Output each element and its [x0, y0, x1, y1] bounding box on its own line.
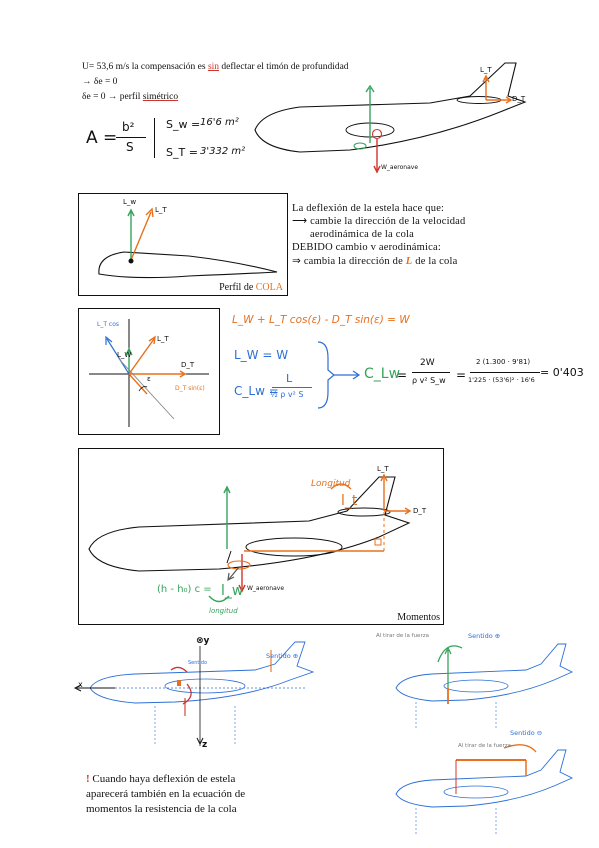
deflection-line2: ⟶ cambie la dirección de la velocidad [292, 216, 466, 228]
right1-label: Al tirar de la fuerza [376, 633, 429, 639]
warning-icon: ! [86, 773, 90, 785]
axis-x-label: x [78, 680, 83, 689]
lw-label: L_W [117, 351, 132, 359]
dtsin-label: D_T sin(ε) [175, 385, 205, 392]
frac2-den: 1'225 · (53'6)² · 16'6 [468, 376, 535, 384]
epsilon-label: ε [147, 375, 151, 383]
tail-profile-drawing [98, 207, 278, 279]
moments-aircraft [88, 473, 412, 603]
dt-label: D_T [512, 95, 526, 103]
brace-arrow [317, 341, 361, 409]
formula-fraction-bar [116, 137, 146, 138]
note-line3: momentos la resistencia de la cola [86, 802, 237, 815]
lw-label: L_w [123, 198, 137, 206]
deflection-line4: DEBIDO cambio v aerodinámica: [292, 242, 441, 254]
dt-label: D_T [413, 507, 427, 515]
force-diagram-box: L_T cos L_T L_W D_T ε D_T sin(ε) [78, 308, 220, 435]
axis-z-label: z [202, 740, 208, 750]
sentido-positive-label: Sentido ⊕ [266, 652, 299, 660]
note-line2: aparecerá también en la ecuación de [86, 787, 246, 800]
dt-label: D_T [181, 361, 195, 369]
compensation-suffix: deflectar el timón de profundidad [219, 62, 349, 72]
longitud-bottom-label: longitud [209, 607, 238, 615]
lw-equals-w: L_W = W [234, 348, 289, 362]
st-label: S_T = [166, 146, 198, 159]
ltcos-label: L_T cos [97, 321, 120, 328]
sentido-left-label: Sentido [188, 660, 208, 666]
profile-caption: Perfil de COLA [219, 282, 283, 293]
lift-highlight: L [405, 255, 413, 267]
force-diagram [89, 319, 209, 427]
sin-highlight: sin [207, 62, 220, 72]
lt-label: L_T [155, 206, 167, 214]
equals-1: = [397, 368, 408, 382]
tail-profile-box: L_w L_T Perfil de COLA [78, 193, 288, 296]
frac1-bar [412, 372, 450, 373]
delta-zero-line: → δe = 0 [82, 77, 118, 87]
axis-y-label: ⊗y [196, 636, 210, 646]
moment-equation: L_W + L_T cos(ε) - D_T sin(ε) = W [232, 314, 410, 326]
cl-label: C_Lw = [234, 384, 279, 398]
frac1-num: 2W [420, 358, 435, 368]
right2-label: Al tirar de la fuerza [458, 743, 511, 749]
caption-text: Perfil de [219, 282, 256, 293]
formula-numerator: b² [122, 120, 135, 134]
right2-sentido: Sentido ⊖ [510, 729, 543, 737]
hh0-label: (h - h₀) c = [157, 584, 212, 595]
line5-text: ⇒ cambia la dirección de [292, 255, 406, 267]
simetrico-highlight: simétrico [142, 92, 179, 102]
formula-denominator: S [126, 140, 134, 154]
note-text1: Cuando haya deflexión de estela [92, 773, 236, 785]
axes-aircraft-diagram [73, 641, 315, 746]
w-label: W_aeronave [247, 585, 285, 592]
compensation-line: U= 53,6 m/s la compensación es sin defle… [82, 62, 349, 74]
wake-deflection-note: ! Cuando haya deflexión de estela aparec… [86, 772, 245, 817]
note-line1: ! Cuando haya deflexión de estela [86, 772, 245, 787]
formula-divider [154, 118, 155, 158]
longitud-top-label: Longitud [311, 479, 351, 489]
clw-label: C_Lw [364, 366, 401, 382]
cl-result: = 0'403 [540, 366, 584, 379]
perfil-line: δe = 0 → perfil simétrico [82, 92, 178, 104]
right-diagram-1 [395, 643, 574, 730]
compensation-text: U= 53,6 m/s la compensación es [82, 62, 208, 72]
sw-label: S_w = [166, 118, 201, 131]
cl-denominator: ½ ρ v² S [270, 390, 304, 399]
cl-fraction-bar [272, 387, 312, 388]
moments-caption: Momentos [397, 612, 440, 623]
deflection-line5: ⇒ cambia la dirección de L de la cola [292, 255, 465, 268]
right-diagram-2 [395, 744, 574, 836]
lw-arm-label: l_w [221, 583, 244, 599]
st-value: 3'332 m² [200, 146, 246, 157]
perfil-text: δe = 0 → perfil [82, 92, 143, 102]
moments-box: Longitud l_t (h - h₀) c = l_w longitud L… [78, 448, 444, 625]
formula-a: A = [86, 128, 118, 148]
frac2-bar [470, 372, 540, 373]
cola-highlight: COLA [255, 282, 283, 293]
right1-sentido: Sentido ⊕ [468, 632, 501, 640]
lt-label: L_T [377, 465, 389, 473]
sw-value: 16'6 m² [200, 117, 239, 128]
line5-suffix: de la cola [412, 255, 458, 267]
lt-arm-label: l_t [341, 493, 358, 509]
frac2-num: 2 (1.300 · 9'81) [476, 358, 531, 366]
lt-label: L_T [480, 66, 492, 74]
deflection-line1: La deflexión de la estela hace que: [292, 203, 445, 214]
equals-2: = [456, 368, 467, 382]
frac1-den: ρ v² S_w [412, 376, 446, 385]
lt-label: L_T [157, 335, 169, 343]
deflection-text: La deflexión de la estela hace que: ⟶ ca… [292, 202, 465, 268]
w-label: W_aeronave [381, 164, 419, 171]
cl-numerator: L [286, 372, 293, 385]
deflection-line3: aerodinámica de la cola [310, 229, 415, 241]
